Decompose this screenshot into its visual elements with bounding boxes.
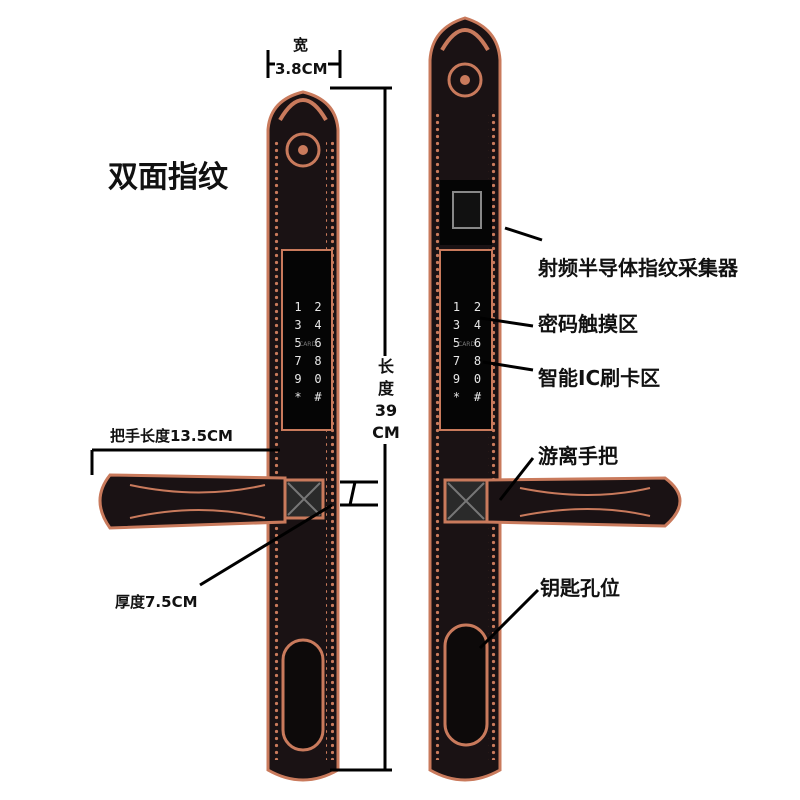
key[interactable]: 9	[294, 372, 302, 386]
key[interactable]: 3	[452, 318, 461, 332]
callout-fingerprint: 射频半导体指纹采集器	[538, 256, 738, 280]
key[interactable]: 7	[294, 354, 302, 368]
key[interactable]: 1	[452, 300, 461, 314]
front-lock	[98, 90, 340, 782]
key[interactable]: 1	[294, 300, 302, 314]
key[interactable]: 6	[473, 336, 482, 350]
key[interactable]: 8	[473, 354, 482, 368]
length-char: 长	[377, 357, 394, 376]
card-mark: CARD	[458, 341, 476, 348]
key[interactable]: 6	[314, 336, 322, 350]
key[interactable]: 3	[294, 318, 302, 332]
callout-handle: 游离手把	[538, 444, 618, 468]
key[interactable]: #	[473, 390, 482, 404]
key[interactable]: 2	[314, 300, 322, 314]
width-label: 宽	[293, 36, 309, 54]
length-char: 度	[377, 379, 394, 398]
callout-password: 密码触摸区	[538, 312, 638, 336]
key[interactable]: 4	[314, 318, 322, 332]
length-value: 39	[374, 401, 398, 420]
back-lock	[428, 16, 682, 782]
key[interactable]: 5	[294, 336, 302, 350]
callout-ic-card: 智能IC刷卡区	[538, 366, 661, 390]
key[interactable]: 4	[473, 318, 482, 332]
key[interactable]: #	[314, 390, 322, 404]
card-mark: CARD	[299, 341, 317, 348]
width-value: 3.8CM	[275, 60, 328, 78]
key[interactable]: 2	[473, 300, 482, 314]
key[interactable]: 8	[314, 354, 322, 368]
length-unit: CM	[372, 423, 400, 442]
key[interactable]: *	[294, 390, 302, 404]
key[interactable]: 7	[452, 354, 461, 368]
callout-keyhole: 钥匙孔位	[540, 576, 620, 600]
thickness-label: 厚度7.5CM	[115, 593, 198, 611]
handle-length-label: 把手长度13.5CM	[110, 427, 233, 445]
length-label: 长 度 39 CM	[370, 356, 402, 444]
key[interactable]: *	[452, 390, 461, 404]
key[interactable]: 0	[473, 372, 482, 386]
key[interactable]: 9	[452, 372, 461, 386]
title: 双面指纹	[108, 160, 228, 195]
key[interactable]: 0	[314, 372, 322, 386]
key[interactable]: 5	[452, 336, 461, 350]
